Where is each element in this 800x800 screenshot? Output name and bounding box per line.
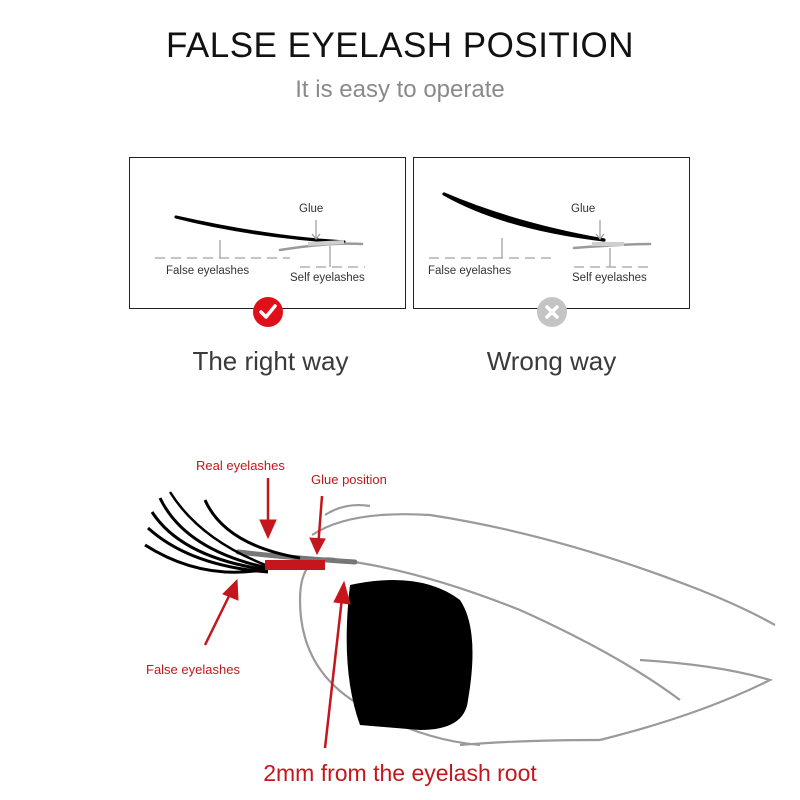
glue-position-label: Glue position <box>311 472 387 487</box>
false-eyelash-strand <box>168 491 269 568</box>
false-eyelashes-red-label: False eyelashes <box>146 662 240 677</box>
false-eyelash-strand <box>150 511 269 572</box>
false-eyelash-shape <box>442 192 606 242</box>
self-eyelashes-label: Self eyelashes <box>290 272 365 284</box>
false-eyelash-strand <box>203 499 301 560</box>
false-eyelashes-label: False eyelashes <box>428 265 512 277</box>
page-title: FALSE EYELASH POSITION <box>165 26 635 65</box>
right-way-panel: Glue False eyelashes Self eyelashes <box>129 157 406 309</box>
glue-label: Glue <box>571 203 596 215</box>
page-subtitle: It is easy to operate <box>295 76 505 103</box>
check-icon <box>253 297 283 327</box>
eye-corner <box>599 658 773 742</box>
self-eyelashes-label: Self eyelashes <box>572 272 647 284</box>
wrong-way-illustration <box>429 192 652 268</box>
wrong-way-panel: Glue False eyelashes Self eyelashes <box>413 157 690 309</box>
wrong-way-caption: Wrong way <box>486 346 617 376</box>
glue-shape <box>307 240 345 246</box>
cross-icon <box>537 297 567 327</box>
eye-diagram-caption: 2mm from the eyelash root <box>263 760 537 786</box>
iris-shape <box>346 580 473 730</box>
eye-diagram <box>144 478 776 749</box>
glue-position-marker <box>265 560 325 570</box>
right-way-illustration <box>155 215 365 268</box>
false-eyelash-strand <box>158 497 269 570</box>
false-eyelash-strand <box>144 543 263 574</box>
eye-lower-lid <box>459 738 601 747</box>
upper-eyelid-line <box>311 513 776 626</box>
false-eyelash-shape <box>174 215 346 244</box>
right-way-caption: The right way <box>192 346 349 376</box>
false-eyelashes-label: False eyelashes <box>166 265 250 277</box>
real-eyelashes-label: Real eyelashes <box>196 458 285 473</box>
glue-label: Glue <box>299 203 324 215</box>
upper-eyelid-line <box>324 503 371 516</box>
